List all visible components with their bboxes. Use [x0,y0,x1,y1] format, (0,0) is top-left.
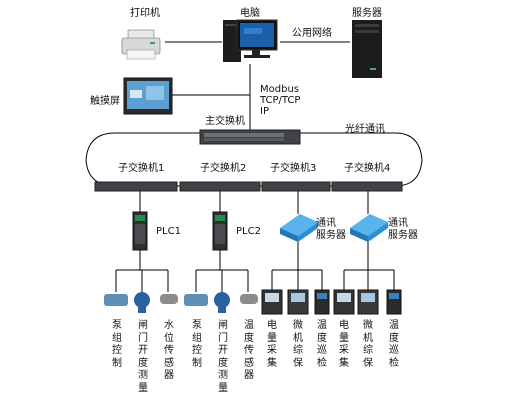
level-sensor-icon [160,294,178,304]
plc1-icon [132,211,148,251]
server-icon [352,20,382,78]
sub-switch-1-icon [94,181,178,192]
device-label: 水位传感器 [164,320,174,381]
sub-switch-4-icon [331,181,403,192]
comm-server-2-icon [350,214,388,242]
device-label: 微机综保 [363,320,373,369]
public-network-label: 公用网络 [292,28,332,39]
printer-icon [121,29,161,60]
computer-icon [223,19,278,62]
plc2-icon [212,211,228,251]
pump-icon [104,294,128,306]
comm-server-1-label: 通讯 服务器 [316,218,346,241]
sub-switch-3-icon [261,181,331,192]
pump-icon-2 [184,294,208,306]
touchscreen-label: 触摸屏 [90,96,120,107]
plc1-label: PLC1 [156,226,181,237]
device-label: 温度传感器 [244,320,254,381]
server-label: 服务器 [352,8,382,19]
plc2-label: PLC2 [236,226,261,237]
sub-switch-icons [94,181,403,192]
temp-sensor-icon [240,294,258,304]
printer-label: 打印机 [130,8,160,19]
device-label: 电量采集 [267,320,277,369]
valve-icon [134,292,150,308]
fiber-label: 光纤通讯 [345,124,385,135]
device-label: 闸门开度测量 [138,320,148,394]
device-label: 泵组控制 [192,320,202,369]
device-label: 泵组控制 [112,320,122,369]
sub-switch-2-icon [179,181,261,192]
protocol-label: Modbus TCP/TCP IP [260,84,301,117]
main-switch-icon [199,129,301,145]
computer-label: 电脑 [240,8,260,19]
comm-server-2-label: 通讯 服务器 [388,218,418,241]
field-device-icons [104,289,402,315]
sub-switch-1-label: 子交换机1 [118,163,165,174]
device-label: 温度巡检 [317,320,327,369]
device-label: 微机综保 [293,320,303,369]
device-label: 闸门开度测量 [218,320,228,394]
sub-switch-2-label: 子交换机2 [200,163,247,174]
sub-switch-4-label: 子交换机4 [344,163,391,174]
touchscreen-icon [123,77,173,115]
device-label: 温度巡检 [389,320,399,369]
comm-server-1-icon [280,214,318,242]
valve-icon-2 [214,292,230,308]
main-switch-label: 主交换机 [205,116,245,127]
sub-switch-3-label: 子交换机3 [270,163,317,174]
device-label: 电量采集 [339,320,349,369]
